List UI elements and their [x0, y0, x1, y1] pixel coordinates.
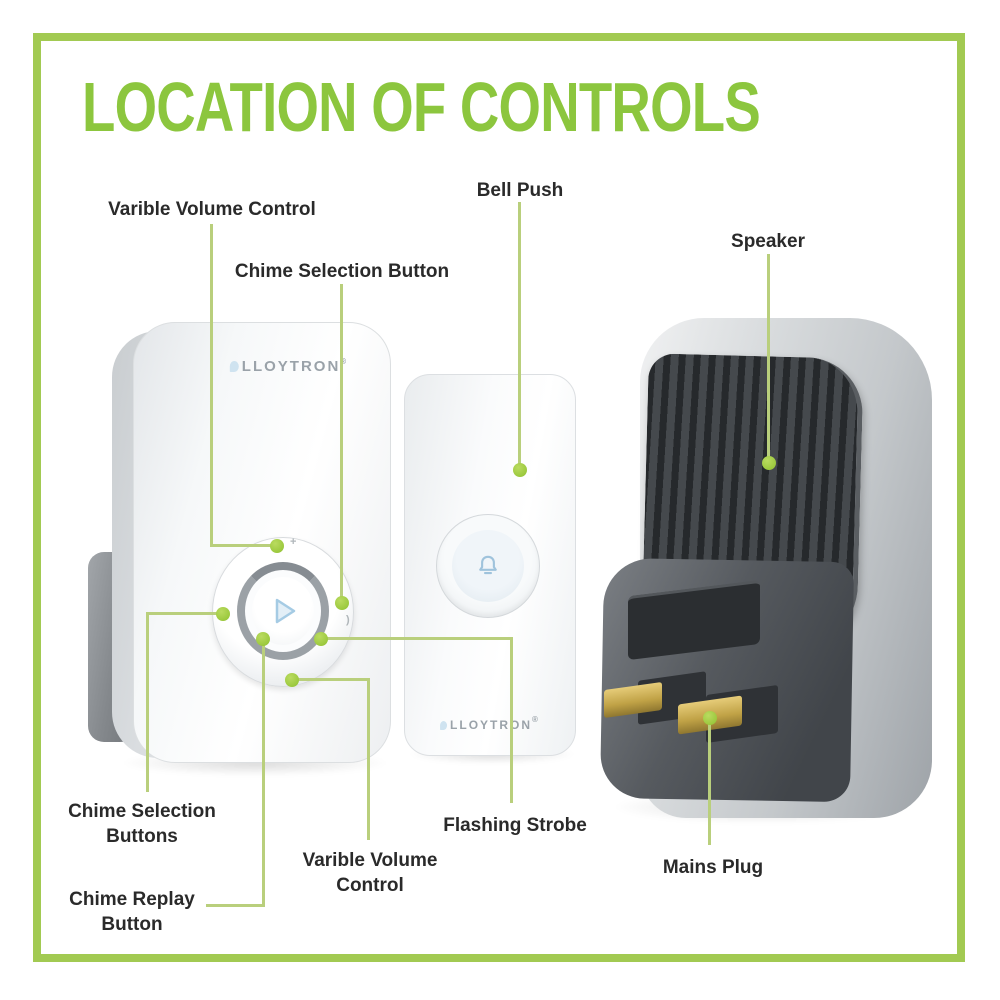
callout-line-variable-volume-top — [210, 544, 279, 547]
label-chime-selection-buttons: Chime Selection Buttons — [68, 801, 216, 847]
brand-swirl-icon — [440, 721, 448, 730]
callout-line-chime-replay-button — [262, 641, 265, 907]
callout-line-chime-replay-button — [206, 904, 265, 907]
bell-push-button — [452, 530, 524, 602]
chime-select-mark: ) — [346, 614, 350, 626]
brand-swirl-icon — [229, 361, 239, 372]
callout-line-flashing-strobe — [510, 637, 513, 803]
play-icon — [268, 593, 300, 634]
callout-line-mains-plug — [708, 718, 711, 845]
registered-mark: ® — [340, 357, 347, 366]
callout-dot-chime-replay-button — [256, 632, 270, 646]
callout-dot-variable-volume-top — [270, 539, 284, 553]
callout-line-chime-selection-button — [340, 284, 343, 604]
callout-dot-chime-selection-button — [335, 596, 349, 610]
label-chime-replay-button: Chime Replay Button — [69, 889, 195, 935]
callout-line-flashing-strobe — [321, 637, 513, 640]
callout-dot-chime-selection-buttons — [216, 607, 230, 621]
page-title: LOCATION OF CONTROLS — [82, 68, 761, 146]
callout-line-variable-volume-top — [210, 224, 213, 546]
bell-icon — [473, 551, 503, 586]
callout-line-variable-volume-bottom — [292, 678, 370, 681]
label-mains-plug: Mains Plug — [662, 857, 764, 878]
label-bell-push: Bell Push — [476, 180, 564, 201]
brand-logo: LLOYTRON® — [440, 715, 538, 732]
label-speaker: Speaker — [731, 231, 805, 252]
callout-line-chime-selection-buttons — [146, 612, 225, 615]
label-chime-selection-button: Chime Selection Button — [234, 261, 450, 282]
label-flashing-strobe: Flashing Strobe — [443, 815, 587, 836]
label-variable-volume-control-bottom: Varible Volume Control — [302, 850, 438, 896]
label-variable-volume-control-top: Varible Volume Control — [108, 199, 316, 220]
callout-dot-speaker — [762, 456, 776, 470]
brand-logo: LLOYTRON® — [229, 357, 347, 375]
callout-line-chime-selection-buttons — [146, 612, 149, 792]
registered-mark: ® — [532, 715, 538, 724]
callout-dot-flashing-strobe — [314, 632, 328, 646]
callout-dot-variable-volume-bottom — [285, 673, 299, 687]
callout-line-speaker — [767, 254, 770, 462]
callout-line-variable-volume-bottom — [367, 678, 370, 840]
callout-dot-bell-push — [513, 463, 527, 477]
callout-line-bell-push — [518, 202, 521, 468]
page-border — [33, 33, 965, 962]
volume-plus-mark: + — [290, 536, 297, 548]
callout-dot-mains-plug — [703, 711, 717, 725]
